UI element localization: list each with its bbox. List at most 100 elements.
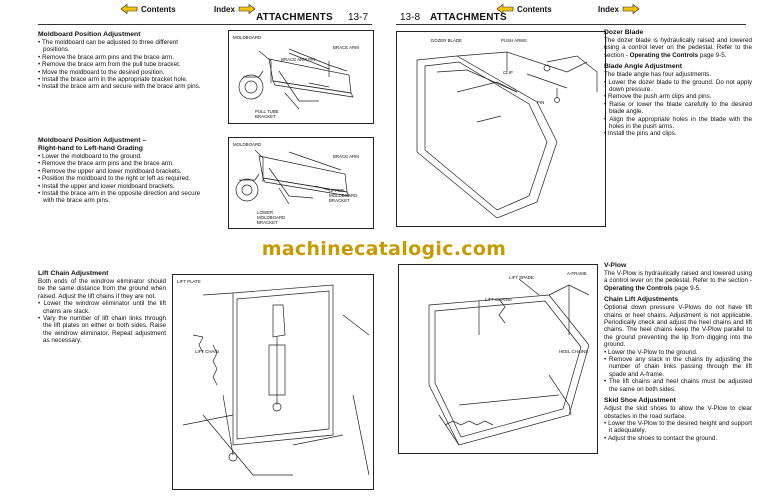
paragraph: Both ends of the windrow eliminator shou…: [38, 278, 166, 300]
list-item: Install the brace arm in the opposite di…: [38, 190, 208, 205]
grading-drawing: [235, 149, 350, 205]
list-item: Lower the dozer blade to the ground. Do …: [604, 79, 752, 94]
figure-label: BRACKET: [255, 114, 276, 119]
list-item: The moldboard can be adjusted to three d…: [38, 39, 206, 54]
paragraph: The blade angle has four adjustments.: [604, 71, 712, 79]
lift-chain-section: Lift Chain Adjustment Both ends of the w…: [38, 270, 166, 345]
dozer-section: Dozer Blade The dozer blade is hydraulic…: [604, 29, 752, 138]
header-rule: [396, 24, 746, 25]
lift-chain-figure: LIFT PLATE LIFT CHAIN: [172, 274, 374, 490]
section-heading: Moldboard Position Adjustment –: [38, 137, 147, 144]
figure-label: MOLDBOARD: [329, 193, 358, 198]
index-label: Index: [214, 4, 235, 14]
index-link[interactable]: Index: [214, 4, 256, 14]
grading-section: Moldboard Position Adjustment – Right-ha…: [38, 137, 208, 205]
vplow-figure: LIFT SPADE A-FRAME LIFT CHAINS HEEL CHAI…: [398, 264, 598, 454]
paragraph: The V-Plow is hydraulically raised and l…: [604, 270, 752, 292]
paragraph: Optional down pressure V-Plows do not ha…: [604, 304, 752, 349]
sub-heading: Chain Lift Adjustments: [604, 296, 679, 304]
section-heading: Right-hand to Left-hand Grading: [38, 145, 143, 152]
section-heading: Lift Chain Adjustment: [38, 270, 109, 277]
figure-label: MOLDBOARD: [233, 35, 262, 40]
list-item: Remove the brace arm pins and the brace …: [38, 160, 208, 167]
figure-label: PULL TUBE: [255, 109, 279, 114]
vplow-section: V-Plow The V-Plow is hydraulically raise…: [604, 262, 752, 442]
figure-label: MOLDBOARD: [233, 142, 262, 147]
list-item: Move the moldboard to the desired positi…: [38, 69, 206, 76]
section-heading: Moldboard Position Adjustment: [38, 31, 141, 38]
list-item: Adjust the shoes to contact the ground.: [604, 435, 752, 442]
figure-label: BRACKET: [257, 220, 278, 225]
list-item: Position the moldboard to the right or l…: [38, 175, 208, 182]
figure-label: BRACE ARM: [333, 154, 359, 159]
page-number: 13-8: [400, 12, 421, 23]
contents-label: Contents: [141, 4, 176, 14]
paragraph: The dozer blade is hydraulically raised …: [604, 37, 752, 59]
dozer-drawing: [416, 51, 598, 219]
list-item: Install the brace arm and secure with th…: [38, 83, 206, 90]
moldboard-section: Moldboard Position Adjustment The moldbo…: [38, 31, 206, 91]
dozer-figure: DOZER BLADE PUSH ARMS CLIP PIN: [396, 31, 606, 227]
figure-label: BRACE ARM PIN: [281, 57, 316, 62]
list-item: Lower the windrow eliminator until the l…: [38, 300, 166, 315]
right-arrow-icon: [622, 4, 640, 14]
figure-label: MOLDBOARD: [257, 215, 286, 220]
paragraph-text: page 9-5.: [672, 284, 701, 292]
list-item: Remove the brace arm from the pull tube …: [38, 61, 206, 68]
figure-label: LIFT CHAINS: [485, 297, 512, 302]
figure-label: CLIP: [503, 70, 513, 75]
list-item: Remove the upper and lower moldboard bra…: [38, 168, 208, 175]
list-item: The lift chains and heel chains must be …: [604, 378, 752, 393]
list-item: Lower the V-Plow to the desired height a…: [604, 420, 752, 435]
paragraph-text: The V-Plow is hydraulically raised and l…: [604, 270, 752, 285]
list-item: Install the pins and clips.: [604, 130, 752, 137]
paragraph-text: The dozer blade is hydraulically raised …: [604, 37, 752, 59]
list-item: Vary the number of lift chain links thro…: [38, 315, 166, 345]
figure-label: A-FRAME: [567, 271, 587, 276]
list-item: Remove any slack in the chains by adjust…: [604, 356, 752, 378]
index-link[interactable]: Index: [598, 4, 640, 14]
left-page: Contents Index ATTACHMENTS 13-7 Moldboar…: [0, 0, 384, 497]
moldboard-figure: MOLDBOARD BRACE ARM BRACE ARM PIN PULL T…: [228, 30, 374, 124]
section-title: ATTACHMENTS: [430, 12, 507, 23]
figure-label: LOWER: [257, 210, 274, 215]
list-item: Remove the push arm clips and pins.: [604, 93, 752, 100]
vplow-drawing: [428, 278, 590, 446]
paragraph: Adjust the skid shoes to allow the V-Plo…: [604, 405, 752, 420]
figure-label: DOZER BLADE: [431, 38, 462, 43]
figure-label: HEEL CHAINS: [559, 349, 589, 354]
lift-chain-drawing: [182, 284, 370, 476]
section-heading: V-Plow: [604, 262, 627, 269]
figure-label: UPPER: [329, 188, 345, 193]
figure-label: LIFT PLATE: [177, 279, 201, 284]
sub-heading: Skid Shoe Adjustment: [604, 397, 676, 405]
grading-figure: MOLDBOARD BRACE ARM UPPER MOLDBOARD BRAC…: [228, 137, 374, 229]
contents-link[interactable]: Contents: [120, 4, 176, 14]
header-rule: [38, 24, 372, 25]
moldboard-drawing: [238, 48, 354, 110]
list-item: Install the brace arm in the appropriate…: [38, 76, 206, 83]
controls-reference: Operating the Controls: [629, 51, 699, 59]
right-arrow-icon: [238, 4, 256, 14]
list-item: Lower the moldboard to the ground.: [38, 153, 208, 160]
figure-label: PIN: [537, 100, 545, 105]
sub-heading: Blade Angle Adjustment: [604, 63, 683, 71]
contents-label: Contents: [517, 4, 552, 14]
list-item: Remove the brace arm pins and the brace …: [38, 54, 206, 61]
list-item: Raise or lower the blade carefully to th…: [604, 101, 752, 116]
figure-label: BRACE ARM: [333, 45, 359, 50]
paragraph-text: page 9-5.: [698, 51, 727, 59]
contents-link[interactable]: Contents: [496, 4, 552, 14]
list-item: Lower the V-Plow to the ground.: [604, 349, 752, 356]
list-item: Install the upper and lower moldboard br…: [38, 183, 208, 190]
left-arrow-icon: [496, 4, 514, 14]
figure-label: BRACKET: [329, 198, 350, 203]
section-title: ATTACHMENTS: [256, 12, 333, 23]
right-page: 13-8 ATTACHMENTS Contents Index: [384, 0, 768, 497]
index-label: Index: [598, 4, 619, 14]
figure-label: LIFT SPADE: [509, 275, 534, 280]
controls-reference: Operating the Controls: [604, 284, 673, 292]
watermark: machinecatalogic.com: [261, 238, 507, 260]
figure-label: PUSH ARMS: [501, 38, 527, 43]
section-heading: Dozer Blade: [604, 29, 644, 36]
